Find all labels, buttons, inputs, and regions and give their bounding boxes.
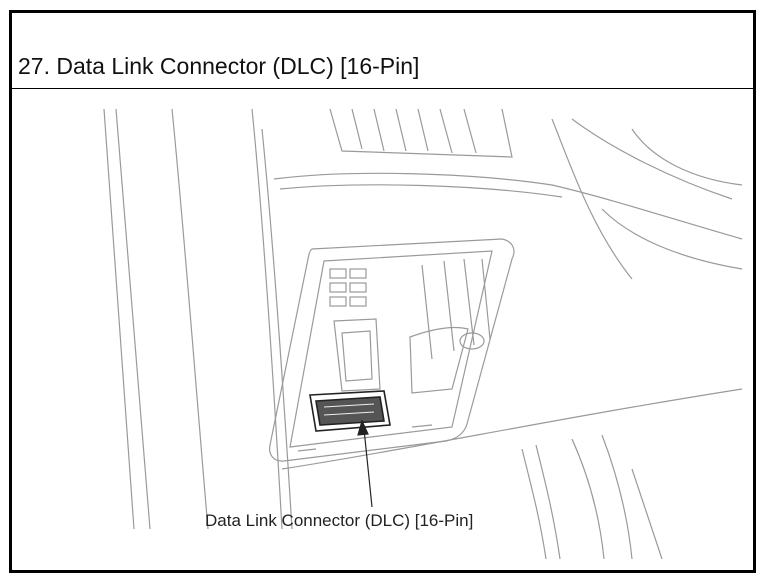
relay-block — [349, 282, 367, 293]
trim-line — [103, 108, 135, 530]
trim-line — [601, 434, 633, 560]
trim-line — [571, 438, 605, 560]
title-bar: 27. Data Link Connector (DLC) [16-Pin] — [12, 13, 753, 89]
panel-curve — [631, 128, 743, 186]
panel-curve — [571, 118, 733, 200]
relay-block — [329, 282, 347, 293]
page-title: 27. Data Link Connector (DLC) [16-Pin] — [18, 53, 420, 79]
panel-curve — [551, 118, 633, 280]
dash-edge — [279, 184, 563, 198]
trim-line — [631, 468, 663, 560]
vent-slat — [417, 108, 429, 152]
relay-block — [349, 296, 367, 307]
callout-label: Data Link Connector (DLC) [16-Pin] — [205, 511, 474, 530]
panel-curve — [601, 208, 743, 270]
rib — [463, 258, 475, 346]
dash-edge — [273, 172, 743, 240]
vent-slat — [439, 108, 453, 154]
lower-edge — [281, 388, 743, 470]
opening-frame — [289, 250, 493, 448]
trim-line — [261, 128, 293, 530]
rib — [443, 260, 455, 352]
trim-line — [521, 448, 547, 560]
trim-line — [115, 108, 151, 530]
rib — [481, 258, 491, 340]
bracket — [341, 330, 373, 382]
slot — [297, 448, 317, 452]
dlc-connector — [309, 390, 391, 432]
relay-block — [329, 268, 347, 279]
relay-block — [329, 296, 347, 307]
slot — [411, 424, 433, 428]
vent-slat — [373, 108, 385, 152]
figure-frame: 27. Data Link Connector (DLC) [16-Pin] — [9, 10, 756, 573]
trim-line — [535, 444, 561, 560]
vent-slat — [463, 108, 477, 154]
vent-slat — [351, 108, 363, 150]
bracket — [409, 326, 469, 394]
opening-frame — [269, 238, 515, 462]
callout-leader — [357, 419, 373, 508]
dashboard-illustration — [103, 108, 743, 560]
trim-line — [251, 108, 283, 530]
vent-slat — [395, 108, 407, 152]
vent-slat — [329, 108, 513, 158]
trim-line — [171, 108, 209, 530]
relay-block — [349, 268, 367, 279]
bolt-hole — [459, 332, 485, 350]
rib — [421, 264, 433, 360]
bracket — [333, 318, 381, 392]
